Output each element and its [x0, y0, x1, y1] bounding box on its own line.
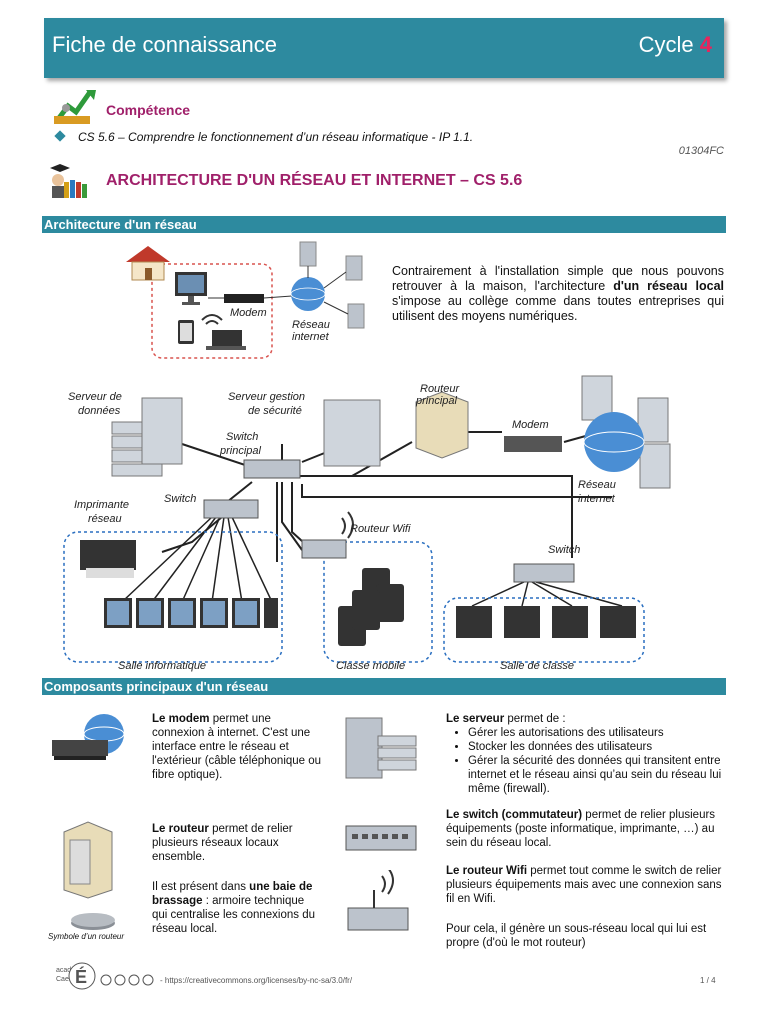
svg-text:Imprimante: Imprimante: [74, 499, 129, 511]
creative-commons-icons: [100, 974, 154, 986]
competence-title: Compétence: [106, 102, 191, 118]
server-icon: [345, 717, 417, 779]
svg-text:É: É: [75, 966, 87, 987]
serveur-item: Gérer la sécurité des données qui transi…: [468, 754, 726, 796]
document-code: 01304FC: [678, 145, 724, 157]
svg-text:internet: internet: [292, 331, 330, 343]
baie-description: Il est présent dans une baie de brassage…: [152, 881, 316, 935]
serveur-item: Stocker les données des utilisateurs: [468, 740, 726, 754]
wifi-router-icon: [347, 870, 409, 931]
competence-icon: [54, 90, 96, 124]
page-title: Fiche de connaissance: [52, 32, 278, 57]
serveur-item: Gérer les autorisations des utilisateurs: [468, 726, 726, 740]
modem-description: Le modem permet une connexion à internet…: [152, 713, 322, 781]
svg-text:principal: principal: [219, 445, 262, 457]
svg-text:de sécurité: de sécurité: [248, 405, 302, 417]
svg-text:Salle de classe: Salle de classe: [500, 660, 574, 672]
svg-text:principal: principal: [415, 395, 458, 407]
svg-text:Modem: Modem: [230, 307, 267, 319]
svg-text:internet: internet: [578, 493, 616, 505]
router-symbol-icon: [71, 913, 115, 930]
competence-item: CS 5.6 – Comprendre le fonctionnement d’…: [54, 130, 473, 144]
switch-description: Le switch (commutateur) permet de relier…: [446, 809, 716, 849]
cycle-label: Cycle 4: [638, 32, 712, 57]
academie-e-icon: É: [68, 962, 96, 990]
svg-text:Routeur: Routeur: [420, 383, 460, 395]
svg-text:Serveur gestion: Serveur gestion: [228, 391, 305, 403]
svg-text:Serveur de: Serveur de: [68, 391, 122, 403]
svg-text:Réseau: Réseau: [578, 479, 616, 491]
books-icon: [50, 164, 87, 198]
router-rack-icon: [63, 821, 113, 899]
svg-text:réseau: réseau: [88, 513, 122, 525]
page-header: Fiche de connaissance Cycle 4: [44, 18, 724, 78]
section-composants: Composants principaux d'un réseau: [42, 678, 726, 695]
home-network-diagram: Modem Réseau internet: [126, 241, 365, 359]
bullet-icon: [54, 130, 66, 142]
svg-text:Classe mobile: Classe mobile: [336, 660, 405, 672]
svg-text:Switch: Switch: [164, 493, 196, 505]
svg-text:Réseau: Réseau: [292, 319, 330, 331]
house-icon: [126, 246, 170, 281]
serveur-description: Le serveur permet de : Gérer les autoris…: [446, 712, 726, 796]
router-symbol-caption: Symbole d’un routeur: [48, 932, 125, 941]
section-architecture: Architecture d'un réseau: [42, 216, 726, 233]
modem-icon: [52, 714, 125, 760]
routeur-description: Le routeur permet de relier plusieurs ré…: [152, 823, 293, 863]
svg-text:Salle informatique: Salle informatique: [118, 660, 206, 672]
main-title: ARCHITECTURE D'UN RÉSEAU ET INTERNET – C…: [106, 172, 523, 189]
svg-text:Switch: Switch: [548, 544, 580, 556]
switch-icon: [345, 825, 417, 851]
wifi-description: Le routeur Wifi permet tout comme le swi…: [446, 865, 722, 905]
svg-text:Switch: Switch: [226, 431, 258, 443]
license-link[interactable]: - https://creativecommons.org/licenses/b…: [160, 976, 353, 985]
svg-text:Modem: Modem: [512, 419, 549, 431]
svg-text:données: données: [78, 405, 121, 417]
architecture-paragraph: Contrairement à l'installation simple qu…: [392, 264, 724, 323]
page-number: 1 / 4: [700, 976, 716, 985]
school-network-diagram: Serveur de données Serveur gestion de sé…: [63, 375, 671, 672]
svg-text:Routeur Wifi: Routeur Wifi: [350, 523, 411, 535]
wifi-description-2: Pour cela, il génère un sous-réseau loca…: [446, 923, 707, 949]
